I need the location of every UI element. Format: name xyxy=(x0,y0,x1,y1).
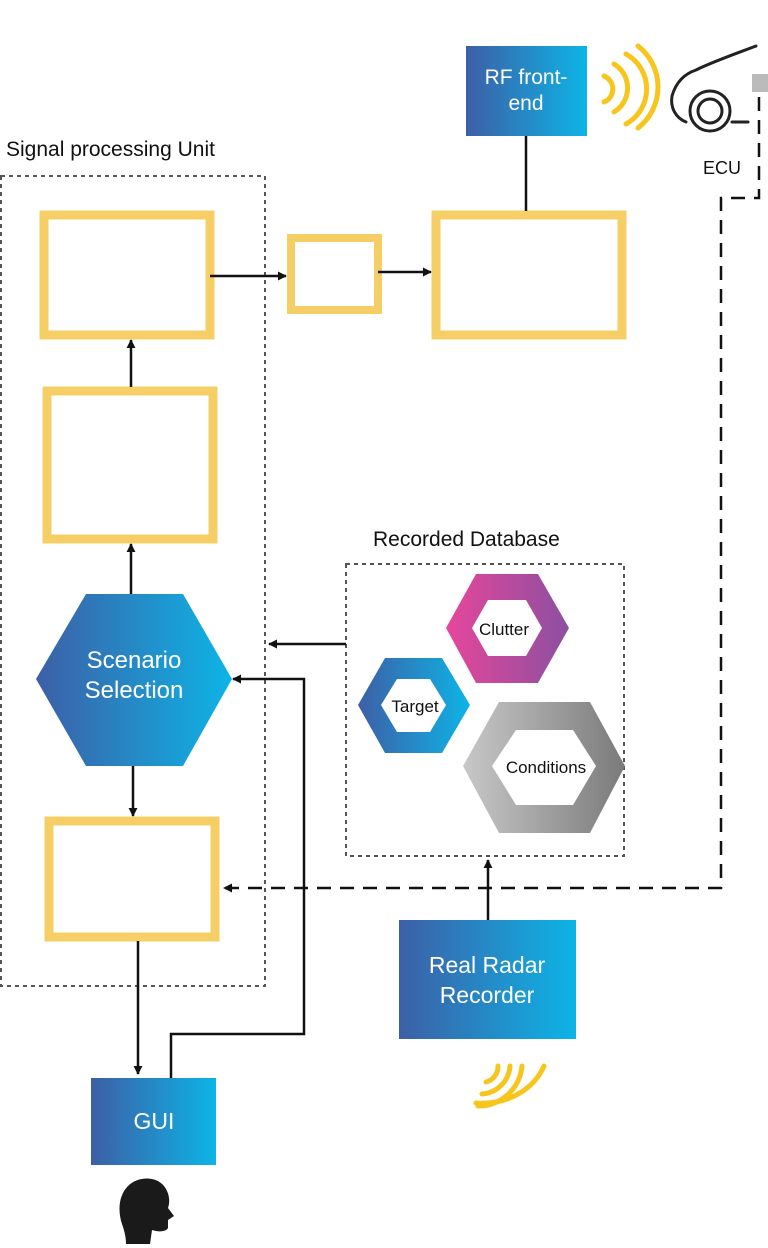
car-outline-icon xyxy=(670,44,758,133)
recorded-database-title: Recorded Database xyxy=(373,528,560,551)
real-radar-recorder-block xyxy=(399,920,576,1039)
recorder-label-line1: Real Radar xyxy=(429,952,546,978)
ecu-dashed-connection-arrow xyxy=(223,97,761,893)
ecu-module-marker xyxy=(752,74,768,92)
target-label: Target xyxy=(391,697,439,716)
small-block xyxy=(287,234,382,314)
ecu-label: ECU xyxy=(703,158,741,178)
gui-block xyxy=(91,1078,216,1165)
conditions-label: Conditions xyxy=(506,758,586,777)
scenario-label-line2: Selection xyxy=(85,677,184,704)
scenario-label-line1: Scenario xyxy=(87,647,182,674)
gui-label: GUI xyxy=(134,1108,175,1134)
radio-waves-icon-rf xyxy=(601,43,661,131)
connections xyxy=(126,136,528,1078)
target-hexagon-inner xyxy=(381,679,446,732)
recorded-database-box xyxy=(345,563,625,857)
rf-frontend-label-line2: end xyxy=(508,92,543,115)
processing-block-bottom xyxy=(44,816,220,942)
conditions-hexagon-inner xyxy=(492,730,596,805)
signal-processing-unit-box xyxy=(0,175,266,987)
person-head-icon xyxy=(119,1178,174,1244)
radio-waves-icon-recorder xyxy=(473,1063,547,1109)
rf-frontend-block xyxy=(466,46,587,136)
large-block-right xyxy=(431,210,627,340)
gui-feedback-to-scenario-arrow xyxy=(169,674,306,1078)
recorder-label-line2: Recorder xyxy=(440,982,535,1008)
clutter-label: Clutter xyxy=(479,620,529,639)
rf-frontend-label-line1: RF front- xyxy=(485,66,568,89)
clutter-hexagon-inner xyxy=(472,600,542,656)
signal-processing-unit-title: Signal processing Unit xyxy=(6,138,215,161)
scenario-selection-hexagon xyxy=(36,594,232,766)
processing-block-top xyxy=(39,210,215,340)
processing-block-middle xyxy=(42,386,218,544)
